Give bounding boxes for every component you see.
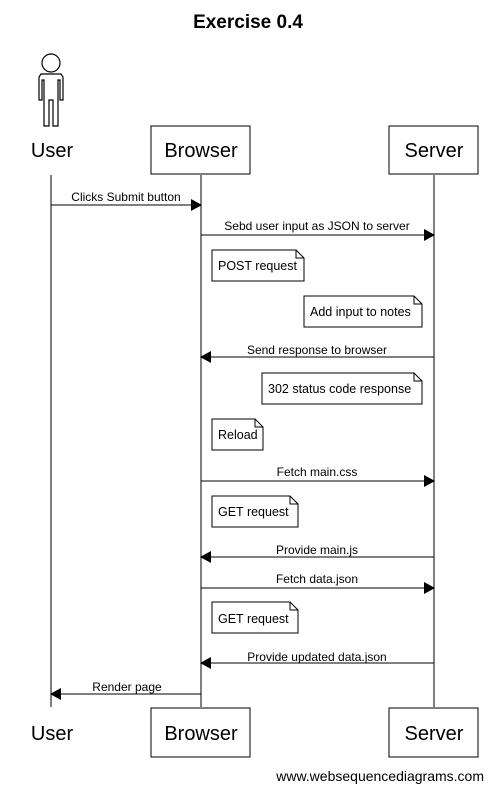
message-5: Provide main.js: [200, 543, 434, 563]
diagram-title: Exercise 0.4: [193, 12, 303, 33]
participant-browser-top: Browser: [164, 140, 238, 162]
footer-watermark: www.websequencediagrams.com: [275, 768, 484, 784]
participant-server-top: Server: [405, 140, 464, 162]
svg-text:Fetch main.css: Fetch main.css: [277, 465, 358, 479]
participant-server-bottom: Server: [405, 723, 464, 745]
note-302-response: 302 status code response: [261, 372, 423, 405]
note-get-request-2: GET request: [211, 601, 299, 634]
participant-user-top: User: [31, 140, 74, 162]
message-3: Send response to browser: [200, 343, 434, 363]
svg-text:Provide main.js: Provide main.js: [276, 543, 358, 557]
message-6: Fetch data.json: [201, 572, 435, 594]
svg-text:Provide updated data.json: Provide updated data.json: [247, 650, 386, 664]
svg-text:302 status code response: 302 status code response: [268, 382, 411, 396]
message-2: Sebd user input as JSON to server: [201, 219, 435, 241]
participant-server-top-box: [388, 125, 479, 175]
svg-text:Reload: Reload: [218, 428, 258, 442]
message-7: Provide updated data.json: [200, 650, 434, 669]
svg-text:GET request: GET request: [218, 612, 289, 626]
svg-text:Add input to notes: Add input to notes: [310, 305, 411, 319]
message-1: Clicks Submit button: [51, 190, 202, 211]
svg-text:POST request: POST request: [218, 259, 298, 273]
participant-browser-bottom: Browser: [164, 723, 238, 745]
message-8: Render page: [50, 680, 201, 700]
participant-server-bottom-box: [388, 707, 479, 758]
participant-browser-bottom-box: [150, 707, 251, 758]
svg-text:Sebd user input as JSON to ser: Sebd user input as JSON to server: [224, 219, 409, 233]
svg-text:Send response to browser: Send response to browser: [247, 343, 387, 357]
note-add-input: Add input to notes: [303, 295, 423, 328]
user-actor-icon: [38, 53, 64, 127]
svg-text:Clicks Submit button: Clicks Submit button: [71, 190, 180, 204]
participant-user-bottom: User: [31, 723, 74, 745]
svg-text:Render page: Render page: [92, 680, 162, 694]
note-reload: Reload: [211, 418, 264, 451]
message-4: Fetch main.css: [201, 465, 435, 487]
note-get-request-1: GET request: [211, 495, 299, 528]
svg-text:Fetch data.json: Fetch data.json: [276, 572, 358, 586]
participant-browser-top-box: [150, 125, 251, 175]
svg-text:GET request: GET request: [218, 505, 289, 519]
note-post-request: POST request: [211, 249, 305, 282]
